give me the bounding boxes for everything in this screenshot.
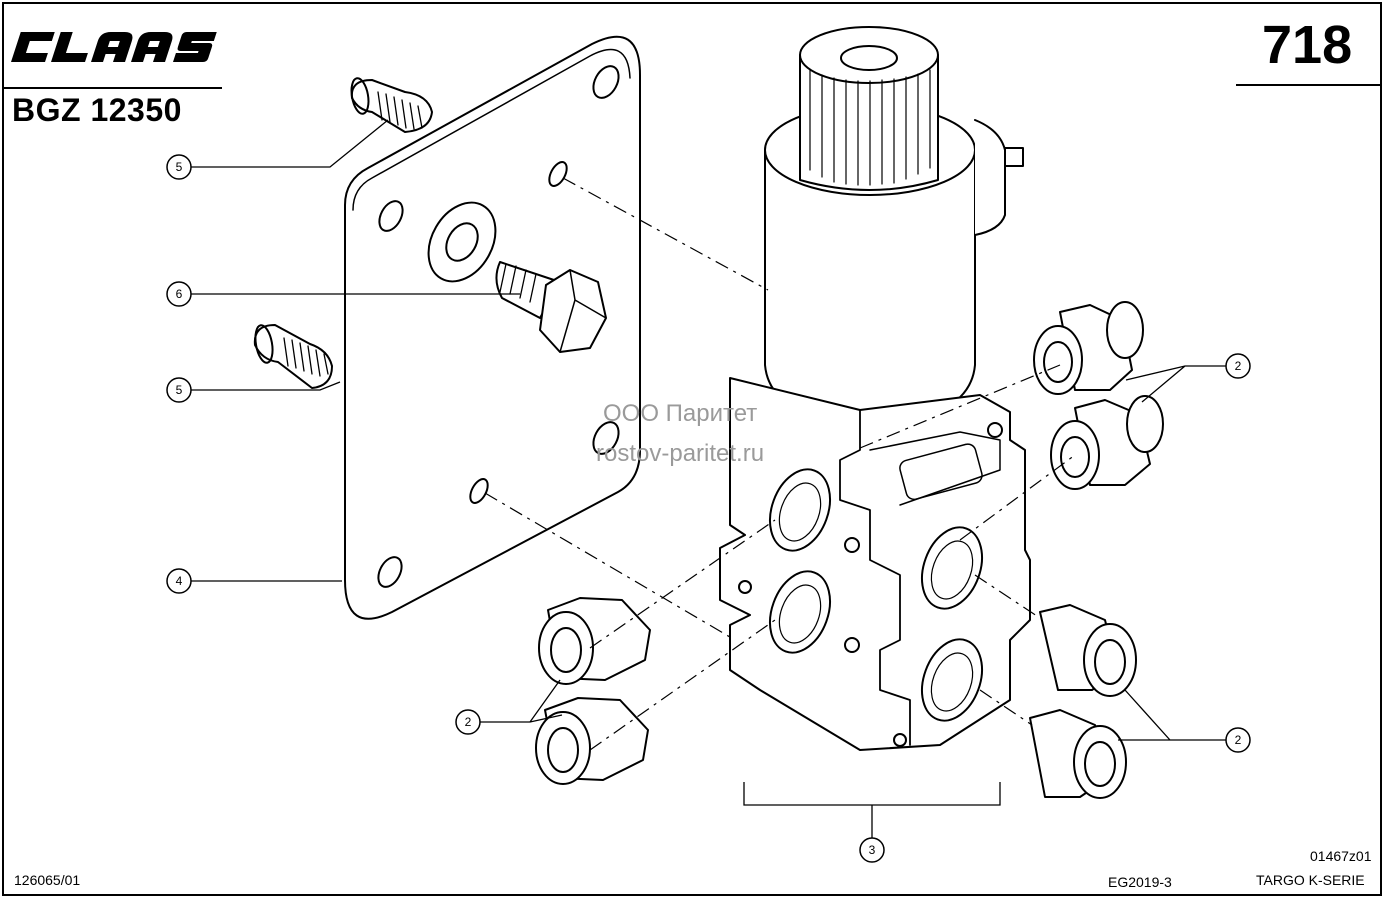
callout-2-right-top: 2 [1225, 353, 1251, 379]
watermark-url: rostov-paritet.ru [596, 440, 765, 467]
valve-body [719, 377, 1031, 751]
drawing-id: 01467z01 [1310, 848, 1372, 864]
fitting-left-upper [538, 597, 651, 685]
callout-3: 3 [859, 837, 885, 863]
fitting-right-bottom-upper [1039, 604, 1137, 697]
lock-washer [427, 201, 497, 283]
fitting-left-lower [535, 697, 649, 785]
header-rule-left [2, 87, 222, 89]
svg-text:5: 5 [176, 383, 183, 397]
countersunk-screw-top [350, 77, 433, 133]
svg-text:3: 3 [869, 843, 876, 857]
callout-6: 6 [166, 281, 192, 307]
callout-5-top: 5 [166, 154, 192, 180]
svg-text:2: 2 [1235, 359, 1242, 373]
claas-logo [11, 32, 217, 62]
hex-bolt [495, 261, 607, 353]
fitting-right-top-lower [1050, 395, 1164, 490]
callout-4: 4 [166, 568, 192, 594]
svg-text:4: 4 [176, 574, 183, 588]
callout-2-right-bottom: 2 [1225, 727, 1251, 753]
footer-middle-code: EG2019-3 [1108, 874, 1172, 890]
callout-2-left: 2 [455, 709, 481, 735]
fitting-right-top-upper [1033, 301, 1144, 395]
svg-text:2: 2 [1235, 733, 1242, 747]
solenoid-coil [764, 26, 1024, 426]
countersunk-screw-bottom [253, 324, 333, 389]
part-number: BGZ 12350 [12, 92, 182, 128]
page-number: 718 [1262, 15, 1353, 75]
watermark-company: ООО Паритет [603, 400, 758, 427]
callout-5-bottom: 5 [166, 377, 192, 403]
svg-text:5: 5 [176, 160, 183, 174]
mounting-plate [344, 35, 641, 620]
svg-text:2: 2 [465, 715, 472, 729]
footer-series: TARGO K-SERIE [1256, 872, 1365, 888]
svg-text:6: 6 [176, 287, 183, 301]
header-rule-right [1236, 84, 1380, 86]
footer-left-code: 126065/01 [14, 872, 81, 888]
fitting-right-bottom-lower [1029, 709, 1127, 799]
